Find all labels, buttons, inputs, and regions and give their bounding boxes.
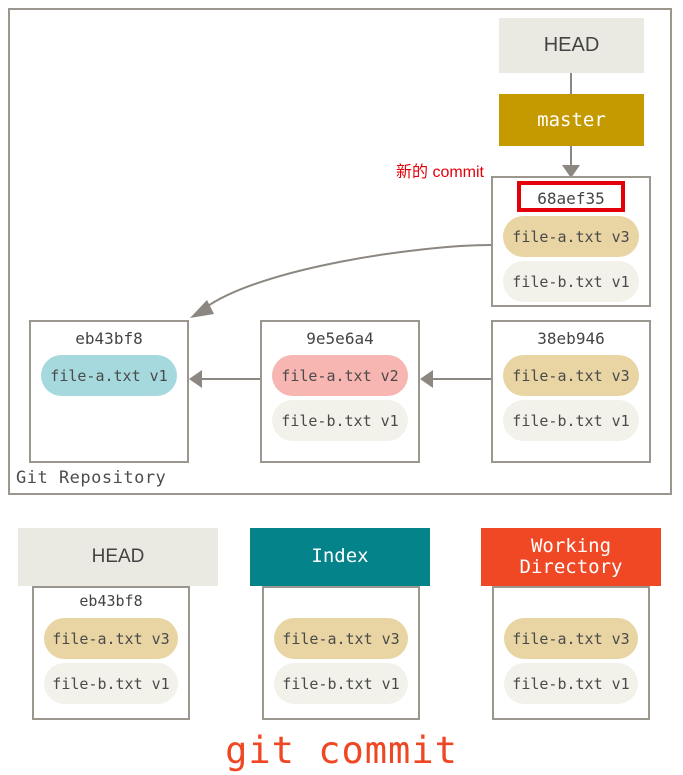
commit-hash: eb43bf8	[75, 329, 143, 348]
ref-master-box[interactable]: master	[499, 94, 644, 146]
file-pill: file-b.txt v1	[503, 261, 639, 302]
area-index-subtitle	[264, 588, 418, 614]
connector-parent-link	[202, 378, 260, 380]
connector-master-to-commit	[570, 146, 572, 167]
area-working-directory-subtitle	[494, 588, 648, 614]
git-repository-label: Git Repository	[16, 468, 167, 488]
area-working-directory-header[interactable]: Working Directory	[481, 528, 661, 586]
file-pill: file-b.txt v1	[504, 663, 638, 704]
file-pill: file-b.txt v1	[272, 400, 408, 441]
file-pill: file-a.txt v3	[44, 618, 178, 659]
commit-box-38eb946[interactable]: 38eb946 file-a.txt v3 file-b.txt v1	[491, 320, 651, 463]
arrowhead-master-to-commit	[562, 165, 580, 178]
file-pill: file-a.txt v1	[41, 355, 177, 396]
arrowhead-parent-link	[420, 370, 433, 388]
diagram-caption: git commit	[225, 729, 458, 772]
area-head-header[interactable]: HEAD	[18, 528, 218, 586]
commit-hash: 9e5e6a4	[306, 329, 374, 348]
file-pill: file-a.txt v2	[272, 355, 408, 396]
ref-master-label: master	[537, 109, 606, 131]
area-index-title: Index	[311, 545, 369, 568]
area-head-subtitle: eb43bf8	[79, 592, 143, 610]
file-pill: file-b.txt v1	[44, 663, 178, 704]
arrowhead-parent-link	[189, 370, 202, 388]
area-head-body: eb43bf8 file-a.txt v3 file-b.txt v1	[32, 586, 190, 720]
annotation-new-commit: 新的 commit	[396, 164, 485, 181]
ref-head-label: HEAD	[543, 34, 600, 56]
area-index-header[interactable]: Index	[250, 528, 430, 586]
file-pill: file-b.txt v1	[274, 663, 408, 704]
commit-hash-new: 68aef35	[517, 181, 625, 212]
commit-box-9e5e6a4[interactable]: 9e5e6a4 file-a.txt v2 file-b.txt v1	[260, 320, 420, 463]
area-working-directory-title-line1: Working	[530, 534, 612, 557]
commit-hash: 38eb946	[537, 329, 605, 348]
file-pill: file-a.txt v3	[503, 216, 639, 257]
file-pill: file-a.txt v3	[274, 618, 408, 659]
file-pill: file-b.txt v1	[503, 400, 639, 441]
area-working-directory-body: file-a.txt v3 file-b.txt v1	[492, 586, 650, 720]
file-pill: file-a.txt v3	[503, 355, 639, 396]
ref-head-box[interactable]: HEAD	[499, 18, 644, 73]
commit-box-eb43bf8[interactable]: eb43bf8 file-a.txt v1	[29, 320, 189, 463]
commit-box-new[interactable]: 68aef35 file-a.txt v3 file-b.txt v1	[491, 176, 651, 307]
file-pill: file-a.txt v3	[504, 618, 638, 659]
connector-parent-link	[433, 378, 491, 380]
connector-head-to-master	[570, 73, 572, 94]
area-index-body: file-a.txt v3 file-b.txt v1	[262, 586, 420, 720]
area-head-title: HEAD	[91, 546, 145, 568]
area-working-directory-title-line2: Directory	[519, 556, 623, 578]
